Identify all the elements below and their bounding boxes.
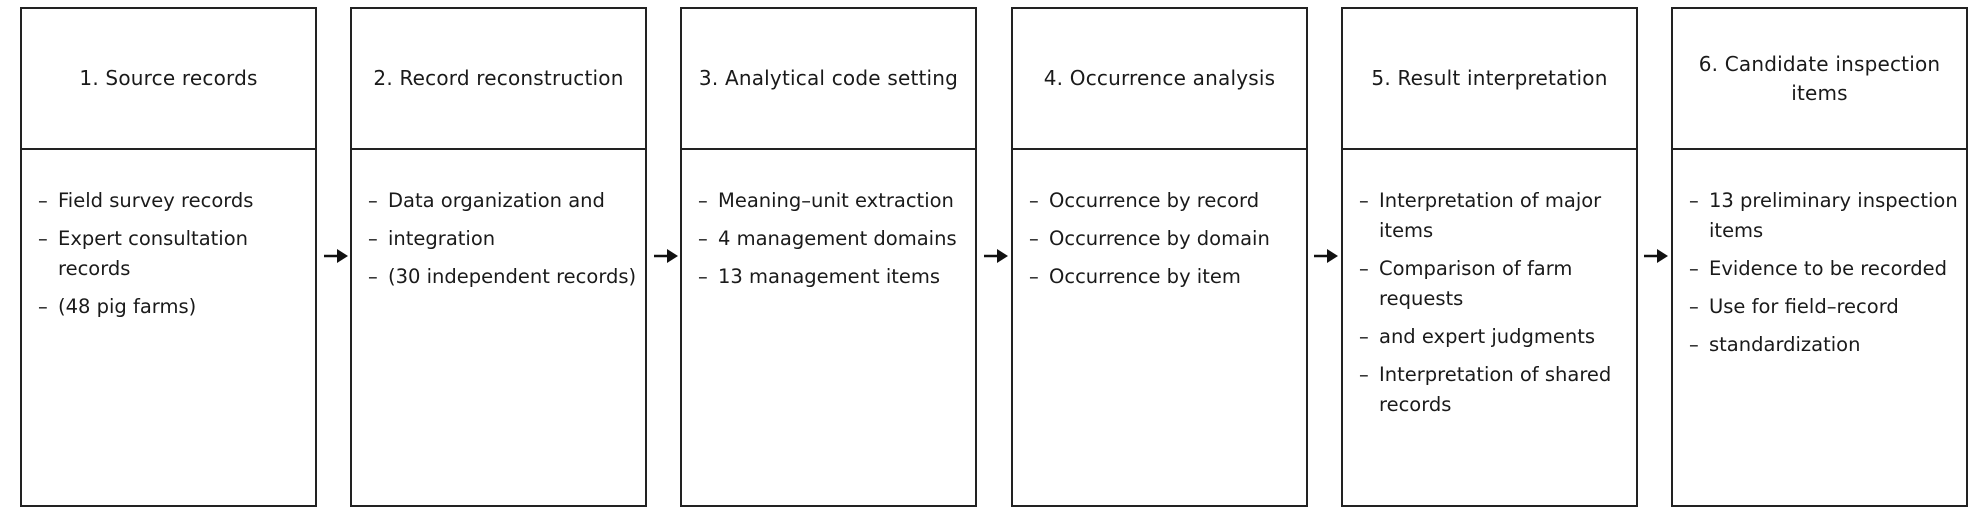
right-arrow-icon [653,244,679,268]
stage-item: standardization [1689,330,1958,360]
stage-title: 3. Analytical code setting [682,9,975,150]
stage-title: 2. Record reconstruction [352,9,645,150]
stage-2-box: 2. Record reconstruction Data organizati… [350,7,647,507]
stage-item: Comparison of farm requests [1359,254,1628,314]
stage-item: Meaning–unit extraction [698,186,967,216]
stage-title: 5. Result interpretation [1343,9,1636,150]
stage-items: Occurrence by record Occurrence by domai… [1013,150,1306,292]
stage-item: 13 management items [698,262,967,292]
stage-item: Occurrence by item [1029,262,1298,292]
stage-items: Meaning–unit extraction 4 management dom… [682,150,975,292]
right-arrow-icon [323,244,349,268]
stage-title: 4. Occurrence analysis [1013,9,1306,150]
stage-item: Field survey records [38,186,307,216]
right-arrow-icon [1313,244,1339,268]
right-arrow-icon [983,244,1009,268]
stage-5-box: 5. Result interpretation Interpretation … [1341,7,1638,507]
right-arrow-icon [1643,244,1669,268]
stage-item: Expert consultation records [38,224,307,284]
stage-item: and expert judgments [1359,322,1628,352]
stage-item: Occurrence by record [1029,186,1298,216]
stage-3-box: 3. Analytical code setting Meaning–unit … [680,7,977,507]
stage-items: 13 preliminary inspection items Evidence… [1673,150,1966,360]
stage-items: Data organization and integration (30 in… [352,150,645,292]
stage-6-box: 6. Candidate inspection items 13 prelimi… [1671,7,1968,507]
stage-title: 1. Source records [22,9,315,150]
stage-title: 6. Candidate inspection items [1673,9,1966,150]
stage-items: Interpretation of major items Comparison… [1343,150,1636,420]
stage-item: (48 pig farms) [38,292,307,322]
stage-item: Interpretation of shared records [1359,360,1628,420]
stage-1-box: 1. Source records Field survey records E… [20,7,317,507]
stage-item: 4 management domains [698,224,967,254]
stage-item: (30 independent records) [368,262,637,292]
stage-items: Field survey records Expert consultation… [22,150,315,322]
stage-item: Data organization and [368,186,637,216]
stage-item: integration [368,224,637,254]
stage-item: Use for field–record [1689,292,1958,322]
stage-item: Interpretation of major items [1359,186,1628,246]
stage-item: 13 preliminary inspection items [1689,186,1958,246]
stage-item: Occurrence by domain [1029,224,1298,254]
stage-4-box: 4. Occurrence analysis Occurrence by rec… [1011,7,1308,507]
stage-item: Evidence to be recorded [1689,254,1958,284]
